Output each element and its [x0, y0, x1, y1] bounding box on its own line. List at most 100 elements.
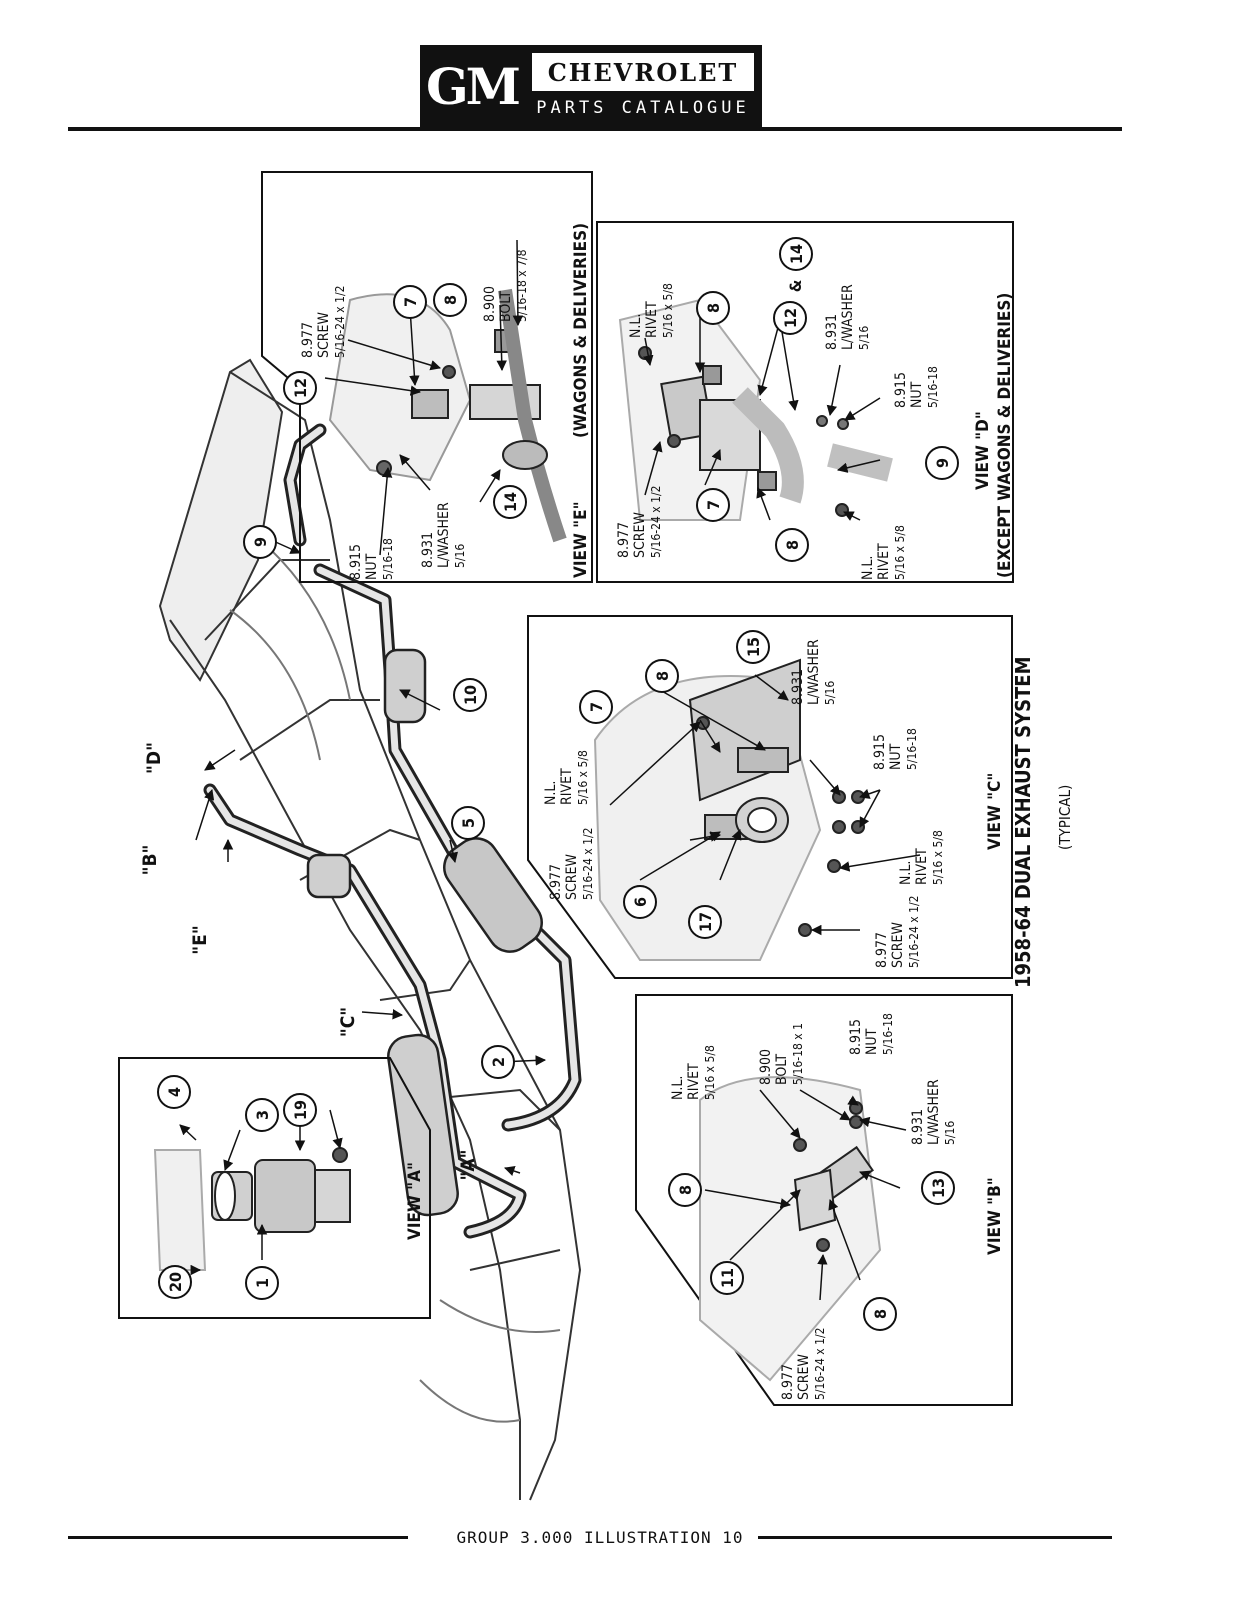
num-3: 3 [253, 1110, 272, 1120]
svg-text:8.977: 8.977 [874, 932, 890, 968]
num-12: 12 [291, 378, 310, 398]
svg-text:5/16-24 x 1/2: 5/16-24 x 1/2 [649, 486, 663, 559]
svg-text:L/WASHER: L/WASHER [436, 502, 452, 568]
num-11: 11 [718, 1268, 737, 1288]
num-2: 2 [489, 1057, 508, 1067]
marker-d: "D" [143, 742, 165, 774]
svg-text:5/16 x 5/8: 5/16 x 5/8 [893, 525, 907, 580]
view-d-subtitle: (EXCEPT WAGONS & DELIVERIES) [995, 293, 1015, 578]
footer-rule-right [758, 1536, 1112, 1539]
svg-text:SCREW: SCREW [632, 511, 648, 558]
num-13: 13 [929, 1178, 948, 1198]
callout-8-c [645, 659, 679, 693]
svg-text:RIVET: RIVET [559, 768, 575, 805]
view-e-border [261, 171, 593, 583]
view-b-border [635, 994, 1013, 1406]
view-b-title: VIEW "B" [985, 1177, 1005, 1255]
num-12: 12 [781, 308, 800, 328]
mufflers [306, 648, 543, 1217]
view-e-title: VIEW "E" [571, 501, 591, 578]
view-d-detail [618, 298, 893, 521]
svg-text:L/WASHER: L/WASHER [926, 1079, 942, 1145]
view-markers: "D" "B" "E" "C" "A" [139, 742, 479, 1181]
spec-c-rivet-lower: N.L. RIVET 5/16 x 5/8 [898, 830, 945, 885]
view-a-border [118, 1057, 431, 1319]
svg-text:8.915: 8.915 [348, 544, 364, 580]
marker-a: "A" [457, 1149, 479, 1180]
svg-text:RIVET: RIVET [686, 1063, 702, 1100]
spec-d-screw: 8.977 SCREW 5/16-24 x 1/2 [616, 486, 663, 559]
view-c-title: VIEW "C" [985, 773, 1005, 850]
svg-text:SCREW: SCREW [796, 1353, 812, 1400]
spec-e-nut: 8.915 NUT 5/16-18 [348, 538, 395, 580]
svg-text:NUT: NUT [909, 381, 925, 408]
view-b-detail [699, 1076, 882, 1382]
spec-e-washer: 8.931 L/WASHER 5/16 [420, 502, 467, 568]
callout-8-d-upper [696, 291, 730, 325]
spec-b-washer: 8.931 L/WASHER 5/16 [910, 1079, 957, 1145]
footer-text: GROUP 3.000 ILLUSTRATION 10 [456, 1528, 744, 1547]
spec-d-rivet-upper: N.L. RIVET 5/16 x 5/8 [628, 283, 675, 338]
svg-text:5/16: 5/16 [857, 326, 871, 350]
num-4: 4 [165, 1087, 184, 1097]
figure-title: 1958-64 DUAL EXHAUST SYSTEM (TYPICAL) [1011, 656, 1074, 988]
svg-text:5/16-18: 5/16-18 [881, 1013, 895, 1055]
callout-7-d [696, 488, 730, 522]
spec-c-rivet-upper: N.L. RIVET 5/16 x 5/8 [543, 750, 590, 805]
num-6: 6 [631, 897, 650, 907]
svg-text:5/16 x 5/8: 5/16 x 5/8 [703, 1045, 717, 1100]
spec-c-washer: 8.931 L/WASHER 5/16 [790, 639, 837, 705]
footer-rule-left [68, 1536, 408, 1539]
callout-11-b [710, 1261, 744, 1295]
callout-8-d-lower [775, 528, 809, 562]
num-8: 8 [653, 671, 672, 681]
num-14: 14 [501, 492, 520, 512]
num-9: 9 [933, 458, 952, 468]
num-8: 8 [676, 1185, 695, 1195]
svg-text:RIVET: RIVET [914, 848, 930, 885]
callout-7-e [393, 285, 427, 319]
svg-text:8.915: 8.915 [872, 734, 888, 770]
svg-text:5/16-18: 5/16-18 [926, 366, 940, 408]
spec-b-bolt: 8.900 BOLT 5/16-18 x 1 [758, 1023, 805, 1085]
svg-text:5/16-18: 5/16-18 [905, 728, 919, 770]
spec-b-screw: 8.977 SCREW 5/16-24 x 1/2 [780, 1328, 827, 1401]
view-a-detail [153, 1147, 351, 1271]
spec-c-screw-lower: 8.977 SCREW 5/16-24 x 1/2 [874, 896, 921, 969]
callout-numbers: 12 7 8 14 9 8 12 14 & 7 8 9 10 5 7 8 15 … [165, 244, 952, 1319]
callout-19-a [283, 1093, 317, 1127]
svg-text:8.915: 8.915 [893, 372, 909, 408]
svg-text:5/16 x 5/8: 5/16 x 5/8 [931, 830, 945, 885]
svg-text:N.L.: N.L. [898, 861, 914, 885]
svg-text:5/16: 5/16 [823, 681, 837, 705]
callout-8-b-lower [863, 1297, 897, 1331]
callout-12-d [773, 301, 807, 335]
callout-8-b-upper [668, 1173, 702, 1207]
num-1: 1 [253, 1278, 272, 1288]
svg-text:8.931: 8.931 [824, 314, 840, 350]
num-7: 7 [704, 500, 723, 510]
marker-c: "C" [337, 1007, 359, 1037]
spec-c-screw-upper: 8.977 SCREW 5/16-24 x 1/2 [548, 828, 595, 901]
ampersand: & [786, 280, 805, 293]
svg-text:5/16-18 x 7/8: 5/16-18 x 7/8 [515, 249, 529, 322]
svg-text:5/16 x 5/8: 5/16 x 5/8 [576, 750, 590, 805]
view-d-title: VIEW "D" [973, 411, 993, 490]
callout-14-d [779, 237, 813, 271]
svg-text:L/WASHER: L/WASHER [840, 284, 856, 350]
view-a-title: VIEW "A" [405, 1162, 425, 1240]
right-muffler [443, 837, 543, 953]
spec-d-nut: 8.915 NUT 5/16-18 [893, 366, 940, 408]
svg-text:5/16-24 x 1/2: 5/16-24 x 1/2 [813, 1328, 827, 1401]
num-8: 8 [704, 303, 723, 313]
svg-text:SCREW: SCREW [564, 853, 580, 900]
callout-17-c [688, 905, 722, 939]
callout-7-c [579, 690, 613, 724]
callout-4-a [157, 1075, 191, 1109]
svg-text:5/16-24 x 1/2: 5/16-24 x 1/2 [581, 828, 595, 901]
callout-8-e [433, 283, 467, 317]
svg-text:8.931: 8.931 [790, 669, 806, 705]
svg-text:8.900: 8.900 [758, 1049, 774, 1085]
